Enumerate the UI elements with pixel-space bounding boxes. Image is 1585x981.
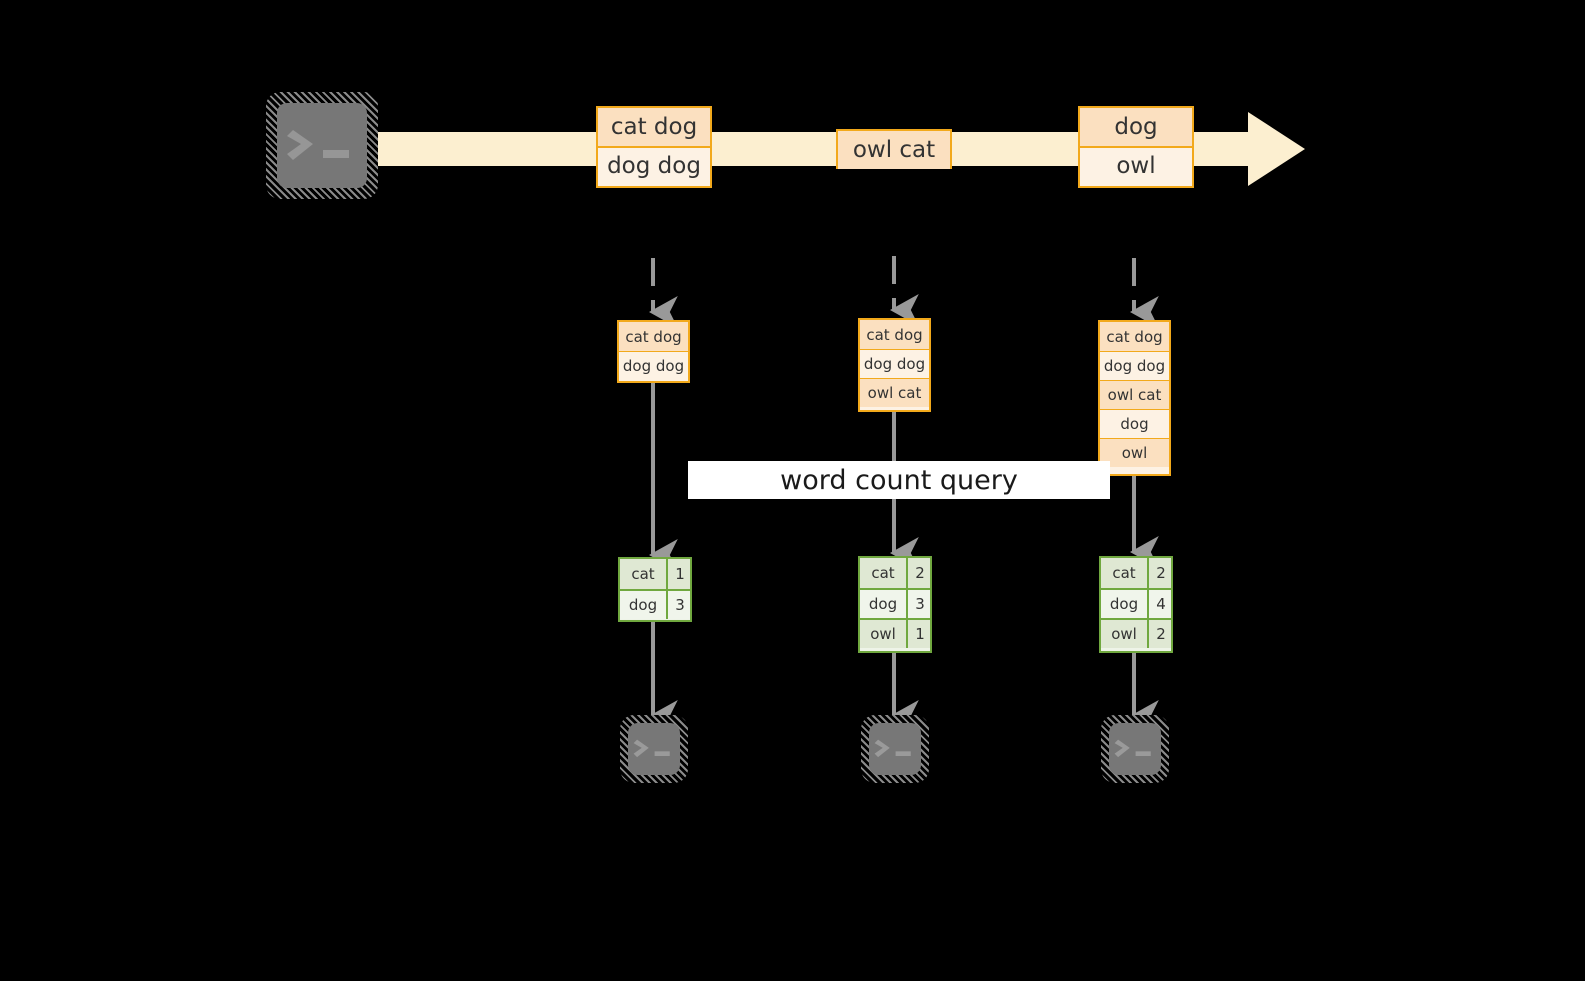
accumulated-line: cat dog bbox=[1100, 322, 1169, 351]
accumulated-line: owl cat bbox=[860, 378, 929, 407]
result-key: dog bbox=[628, 596, 658, 614]
snapshot-3-result-table: cat 2 dog 4 owl 2 bbox=[1099, 556, 1173, 653]
message-line: owl cat bbox=[838, 131, 950, 169]
accumulated-line: owl cat bbox=[1100, 380, 1169, 409]
terminal-face bbox=[277, 103, 367, 188]
query-label-text: word count query bbox=[780, 464, 1018, 496]
terminal-face bbox=[1109, 723, 1161, 775]
result-count: 3 bbox=[666, 591, 692, 619]
result-count: 3 bbox=[906, 590, 932, 618]
result-count: 2 bbox=[1147, 620, 1173, 648]
table-row: dog 3 bbox=[860, 588, 930, 618]
terminal-prompt-icon bbox=[620, 715, 688, 783]
result-key: owl bbox=[1111, 625, 1137, 643]
message-line: cat dog bbox=[598, 108, 710, 146]
stream-message-2: owl cat bbox=[836, 129, 952, 169]
result-count: 2 bbox=[906, 558, 932, 588]
stream-message-3: dog owl bbox=[1078, 106, 1194, 188]
table-row: cat 2 bbox=[1101, 558, 1171, 588]
message-line: dog dog bbox=[598, 146, 710, 184]
accumulated-line: dog bbox=[1100, 409, 1169, 438]
stream-message-1: cat dog dog dog bbox=[596, 106, 712, 188]
table-row: owl 2 bbox=[1101, 618, 1171, 648]
terminal-face bbox=[628, 723, 680, 775]
accumulated-line: dog dog bbox=[619, 351, 688, 380]
message-line: owl bbox=[1080, 146, 1192, 184]
snapshot-2-accumulated-box: cat dog dog dog owl cat bbox=[858, 318, 931, 412]
snapshot-3-sink-terminal-icon[interactable] bbox=[1101, 715, 1169, 783]
snapshot-1-accumulated-box: cat dog dog dog bbox=[617, 320, 690, 383]
accumulated-line: cat dog bbox=[619, 322, 688, 351]
accumulated-line: dog dog bbox=[860, 349, 929, 378]
table-row: dog 3 bbox=[620, 589, 690, 619]
accumulated-line: cat dog bbox=[860, 320, 929, 349]
table-row: dog 4 bbox=[1101, 588, 1171, 618]
accumulated-line: dog dog bbox=[1100, 351, 1169, 380]
snapshot-1-result-table: cat 1 dog 3 bbox=[618, 557, 692, 622]
result-key: cat bbox=[1112, 564, 1136, 582]
snapshot-2-result-table: cat 2 dog 3 owl 1 bbox=[858, 556, 932, 653]
result-key: owl bbox=[870, 625, 896, 643]
result-key: dog bbox=[868, 595, 898, 613]
snapshot-3-accumulated-box: cat dog dog dog owl cat dog owl bbox=[1098, 320, 1171, 476]
snapshot-1-sink-terminal-icon[interactable] bbox=[620, 715, 688, 783]
table-row: owl 1 bbox=[860, 618, 930, 648]
result-key: cat bbox=[871, 564, 895, 582]
snapshot-2-sink-terminal-icon[interactable] bbox=[861, 715, 929, 783]
table-row: cat 1 bbox=[620, 559, 690, 589]
terminal-prompt-icon bbox=[861, 715, 929, 783]
result-count: 2 bbox=[1147, 558, 1173, 588]
result-key: dog bbox=[1109, 595, 1139, 613]
result-count: 4 bbox=[1147, 590, 1173, 618]
accumulated-line: owl bbox=[1100, 438, 1169, 467]
message-line: dog bbox=[1080, 108, 1192, 146]
query-label-band: word count query bbox=[688, 461, 1110, 499]
terminal-face bbox=[869, 723, 921, 775]
terminal-prompt-icon bbox=[1101, 715, 1169, 783]
result-key: cat bbox=[631, 565, 655, 583]
table-row: cat 2 bbox=[860, 558, 930, 588]
source-terminal-icon[interactable] bbox=[266, 92, 378, 199]
terminal-prompt-icon bbox=[266, 92, 378, 199]
result-count: 1 bbox=[666, 559, 692, 589]
result-count: 1 bbox=[906, 620, 932, 648]
